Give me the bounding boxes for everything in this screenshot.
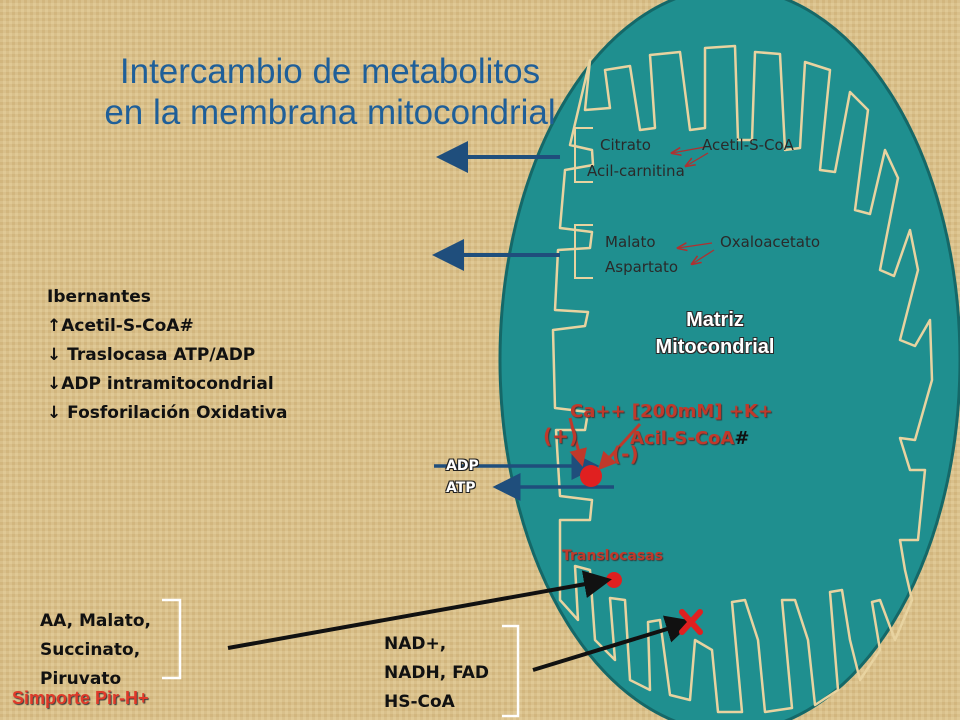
pyruvate-translocase-dot xyxy=(606,572,622,588)
matrix-label-line1: Matriz xyxy=(686,309,744,331)
hibernators-item-2: ↓ Traslocasa ATP/ADP xyxy=(47,345,256,365)
conversion-arrow-acyl xyxy=(686,152,709,166)
cofactors-line-3: HS-CoA xyxy=(384,692,455,712)
page-title-line2: en la membrana mitocondrial xyxy=(104,93,556,132)
bracket-group1 xyxy=(574,127,593,183)
activation-label: (+) xyxy=(543,424,579,448)
mitochondrion-outer-membrane xyxy=(498,0,960,720)
acyl-coa-label: Acil-S-CoA# xyxy=(630,428,749,449)
adp-label: ADP xyxy=(446,458,479,474)
translocases-label: Translocasas xyxy=(562,548,663,564)
acyl-coa-text: Acil-S-CoA xyxy=(630,428,735,449)
page-title-line1: Intercambio de metabolitos xyxy=(119,52,541,91)
hibernators-heading: Ibernantes xyxy=(47,287,151,307)
inhibition-arrow xyxy=(597,422,642,471)
hibernators-item-1: ↑Acetil-S-CoA# xyxy=(47,316,194,336)
inner-membrane-cristae xyxy=(551,44,934,714)
bracket-cofactors xyxy=(502,624,520,718)
acyl-coa-suffix: # xyxy=(734,428,750,449)
substrates-line-1: AA, Malato, xyxy=(40,611,151,631)
conversion-arrow-acetyl xyxy=(672,146,706,153)
cofactor-import-arrow xyxy=(532,615,694,672)
matrix-label-line2: Mitocondrial xyxy=(655,336,775,358)
adp-atp-translocase-dot xyxy=(580,465,602,487)
ions-label: Ca++ [200mM] +K+ xyxy=(570,401,773,422)
atp-label: ATP xyxy=(446,480,476,496)
label-malato: Malato xyxy=(605,233,656,251)
symport-label: Simporte Pir-H+ xyxy=(12,688,149,708)
substrate-import-arrow xyxy=(227,570,612,650)
cofactors-line-1: NAD+, xyxy=(384,634,447,654)
substrates-line-3: Piruvato xyxy=(40,669,122,689)
label-acil-carnitina: Acil-carnitina xyxy=(587,162,685,180)
cofactors-line-2: NADH, FAD xyxy=(384,663,490,683)
bracket-substrates xyxy=(162,598,182,680)
conversion-arrow-aspartate xyxy=(692,249,715,264)
label-aspartato: Aspartato xyxy=(605,258,679,276)
hibernators-item-4: ↓ Fosforilación Oxidativa xyxy=(47,403,288,423)
label-citrato: Citrato xyxy=(600,136,651,154)
label-acetil-s-coa: Acetil-S-CoA xyxy=(702,136,794,154)
blocked-cross-icon xyxy=(679,609,703,635)
activation-arrow xyxy=(568,417,587,467)
inhibition-label: (-) xyxy=(612,442,639,466)
substrates-line-2: Succinato, xyxy=(40,640,141,660)
conversion-arrow-oxaloacetate xyxy=(678,243,713,248)
label-oxaloacetato: Oxaloacetato xyxy=(720,233,821,251)
hibernators-item-3: ↓ADP intramitocondrial xyxy=(47,374,274,394)
bracket-group2 xyxy=(574,224,593,279)
